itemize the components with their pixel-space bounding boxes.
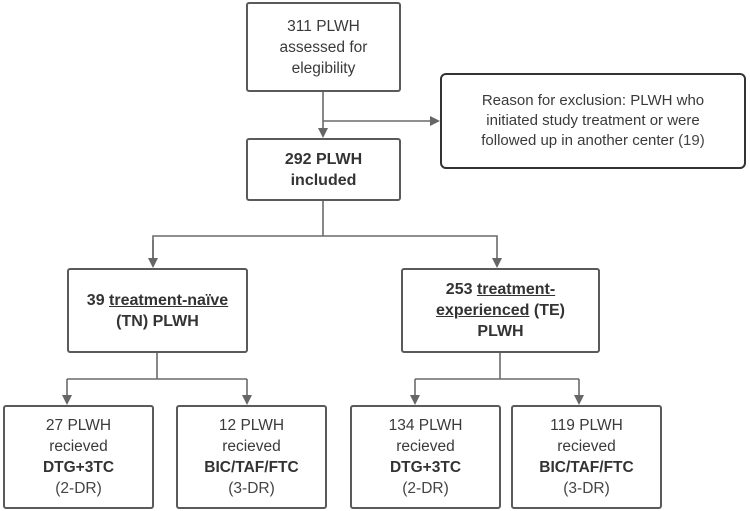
- te-abbr: (TE): [533, 302, 565, 319]
- te-dtg-count: 134 PLWH: [388, 417, 463, 434]
- te-bic-count: 119 PLWH: [550, 417, 623, 434]
- te-dtg-box: 134 PLWH recieved DTG+3TC (2-DR): [350, 405, 501, 509]
- tn-dtg-received: recieved: [49, 438, 108, 455]
- exclusion-line1: Reason for exclusion: PLWH who: [481, 92, 705, 109]
- te-dtg-received: recieved: [396, 438, 455, 455]
- tn-label: treatment-naïve: [109, 291, 229, 309]
- te-dtg-type: (2-DR): [402, 480, 449, 497]
- exclusion-line3: followed up in another center: [481, 132, 674, 149]
- included-count: 292 PLWH: [284, 150, 363, 168]
- te-bic-received: recieved: [557, 438, 616, 455]
- te-line2: experienced (TE): [436, 300, 565, 321]
- assessed-box: 311 PLWH assessed for elegibility: [246, 2, 401, 92]
- tn-dtg-count: 27 PLWH: [45, 417, 112, 434]
- tn-bic-received: recieved: [222, 438, 281, 455]
- exclusion-count: (19): [678, 132, 705, 149]
- assessed-eligibility: elegibility: [291, 59, 356, 77]
- tn-bic-count: 12 PLWH: [218, 417, 285, 434]
- tn-dtg-box: 27 PLWH recieved DTG+3TC (2-DR): [3, 405, 154, 509]
- te-label2: experienced: [436, 302, 530, 319]
- te-bic-type: (3-DR): [563, 480, 610, 497]
- te-dtg-regimen: DTG+3TC: [389, 459, 462, 476]
- tn-bic-box: 12 PLWH recieved BIC/TAF/FTC (3-DR): [176, 405, 327, 509]
- tn-line2: (TN) PLWH: [116, 312, 199, 330]
- tn-bic-regimen: BIC/TAF/FTC: [204, 459, 299, 476]
- te-bic-box: 119 PLWH recieved BIC/TAF/FTC (3-DR): [511, 405, 662, 509]
- te-line1: 253 treatment-: [446, 279, 555, 300]
- te-count: 253: [445, 281, 473, 298]
- te-line3: PLWH: [477, 323, 524, 340]
- te-bic-regimen: BIC/TAF/FTC: [539, 459, 634, 476]
- exclusion-line3-wrap: followed up in another center (19): [481, 131, 705, 151]
- treatment-naive-box: 39 treatment-naïve (TN) PLWH: [67, 268, 248, 353]
- tn-line1: 39 treatment-naïve: [87, 290, 228, 311]
- included-box: 292 PLWH included: [246, 138, 401, 201]
- included-label: included: [290, 171, 357, 189]
- tn-count: 39: [86, 291, 105, 309]
- tn-dtg-type: (2-DR): [55, 480, 102, 497]
- te-label1: treatment-: [476, 281, 556, 298]
- exclusion-line2: initiated study treatment or were: [486, 112, 700, 129]
- arrow-to-tn: [152, 235, 502, 268]
- exclusion-box: Reason for exclusion: PLWH who initiated…: [440, 73, 746, 169]
- assessed-text: assessed for: [279, 38, 368, 56]
- tn-bic-type: (3-DR): [228, 480, 275, 497]
- tn-dtg-regimen: DTG+3TC: [42, 459, 115, 476]
- treatment-experienced-box: 253 treatment- experienced (TE) PLWH: [401, 268, 600, 353]
- assessed-count: 311 PLWH: [287, 17, 360, 35]
